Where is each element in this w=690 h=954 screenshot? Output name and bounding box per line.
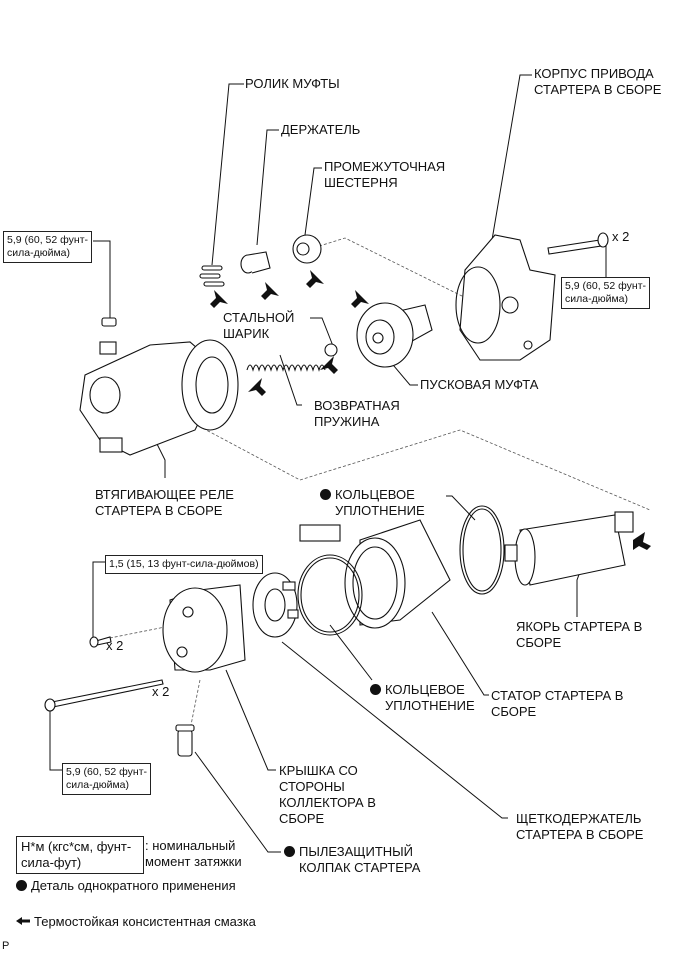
label-return-spring: ВОЗВРАТНАЯ ПРУЖИНА — [314, 398, 400, 429]
grease-arrow-icon — [16, 913, 30, 925]
legend-torque-units: Н*м (кгс*см, фунт- сила-фут) — [16, 836, 144, 874]
leader-torque-through — [49, 705, 62, 771]
leader-torque-solenoid — [93, 240, 111, 318]
legend-torque-desc: : номинальный момент затяжки — [145, 838, 242, 869]
label-dust-cap: ПЫЛЕЗАЩИТНЫЙ КОЛПАК СТАРТЕРА — [284, 844, 420, 876]
grease-arrow-icon — [306, 270, 324, 288]
non-reusable-dot-icon — [16, 880, 27, 891]
grease-arrow-icon — [210, 290, 228, 308]
o-ring-top-part — [459, 505, 505, 595]
leader-yoke — [431, 611, 489, 696]
qty-cover-screw: x 2 — [106, 638, 124, 653]
leader-torque-cover — [92, 561, 105, 637]
leader-drive-housing — [491, 74, 532, 241]
return-spring-part — [246, 364, 326, 372]
solenoid-part — [79, 317, 239, 456]
legend-grease: Термостойкая консистентная смазка — [16, 913, 256, 930]
grease-arrow-icon — [351, 290, 369, 308]
label-clutch-roller: РОЛИК МУФТЫ — [245, 76, 340, 91]
legend-non-reusable: Деталь однократного применения — [16, 878, 236, 894]
label-brush-holder: ЩЕТКОДЕРЖАТЕЛЬ СТАРТЕРА В СБОРЕ — [516, 811, 644, 842]
commutator-cover-part — [162, 584, 246, 673]
alignment-line-top — [299, 237, 501, 319]
label-starter-clutch: ПУСКОВАЯ МУФТА — [420, 377, 539, 392]
leader-idle-gear — [304, 167, 322, 236]
drive-housing-part — [455, 234, 556, 361]
retainer-part — [240, 251, 271, 274]
leader-o-ring-bottom — [329, 624, 373, 681]
idle-gear-part — [292, 234, 322, 264]
leader-steel-ball — [310, 317, 334, 347]
torque-spec-solenoid-nut: 5,9 (60, 52 фунт- сила-дюйма) — [3, 231, 92, 263]
leader-retainer — [256, 129, 279, 246]
label-retainer: ДЕРЖАТЕЛЬ — [281, 122, 361, 137]
clutch-roller-part — [199, 265, 225, 287]
o-ring-bottom-inner — [300, 557, 360, 633]
non-reusable-dot-icon — [370, 684, 381, 695]
brush-holder-part — [252, 572, 299, 638]
starter-clutch-part — [356, 302, 433, 368]
steel-ball-part — [324, 343, 338, 357]
label-solenoid: ВТЯГИВАЮЩЕЕ РЕЛЕ СТАРТЕРА В СБОРЕ — [95, 487, 234, 518]
grease-arrow-icon — [633, 532, 651, 550]
through-bolt-part — [44, 679, 164, 712]
leader-clutch-roller — [211, 83, 244, 266]
leader-o-ring-top — [446, 495, 476, 521]
label-commutator-cover: КРЫШКА СО СТОРОНЫ КОЛЛЕКТОРА В СБОРЕ — [279, 763, 376, 826]
leader-return-spring — [279, 354, 302, 406]
grease-arrow-icon — [320, 356, 338, 374]
non-reusable-dot-icon — [284, 846, 295, 857]
alignment-line-screw — [99, 619, 201, 641]
grease-arrow-icon — [261, 282, 279, 300]
housing-bolt-part — [547, 232, 609, 255]
label-yoke: СТАТОР СТАРТЕРА В СБОРЕ — [491, 688, 624, 719]
leader-brush-holder — [281, 641, 508, 819]
leader-commutator-cover — [225, 669, 276, 771]
grease-arrow-icon — [248, 378, 266, 396]
corner-code: P — [2, 940, 10, 952]
non-reusable-dot-icon — [320, 489, 331, 500]
qty-housing-bolt: x 2 — [612, 229, 630, 244]
alignment-line-mid — [149, 399, 651, 511]
o-ring-bottom-part — [297, 554, 363, 636]
label-o-ring-top: КОЛЬЦЕВОЕ УПЛОТНЕНИЕ — [320, 487, 425, 519]
label-steel-ball: СТАЛЬНОЙ ШАРИК — [223, 310, 295, 341]
alignment-line-cap — [189, 679, 201, 731]
yoke-part — [299, 519, 451, 629]
label-o-ring-bottom: КОЛЬЦЕВОЕ УПЛОТНЕНИЕ — [370, 682, 475, 714]
torque-spec-housing-bolt: 5,9 (60, 52 фунт- сила-дюйма) — [561, 277, 650, 309]
torque-spec-cover-screw: 1,5 (15, 13 фунт-сила-дюймов) — [105, 555, 263, 574]
label-drive-housing: КОРПУС ПРИВОДА СТАРТЕРА В СБОРЕ — [534, 66, 662, 97]
qty-through-bolt: x 2 — [152, 684, 170, 699]
o-ring-top-inner — [462, 508, 502, 592]
cover-screw-part — [89, 636, 112, 648]
label-idle-gear: ПРОМЕЖУТОЧНАЯ ШЕСТЕРНЯ — [324, 159, 446, 190]
label-armature: ЯКОРЬ СТАРТЕРА В СБОРЕ — [516, 619, 643, 650]
torque-spec-through-bolt: 5,9 (60, 52 фунт- сила-дюйма) — [62, 763, 151, 795]
armature-part — [504, 511, 634, 586]
dust-cap-part — [175, 724, 195, 757]
leader-dust-cap — [194, 751, 281, 853]
